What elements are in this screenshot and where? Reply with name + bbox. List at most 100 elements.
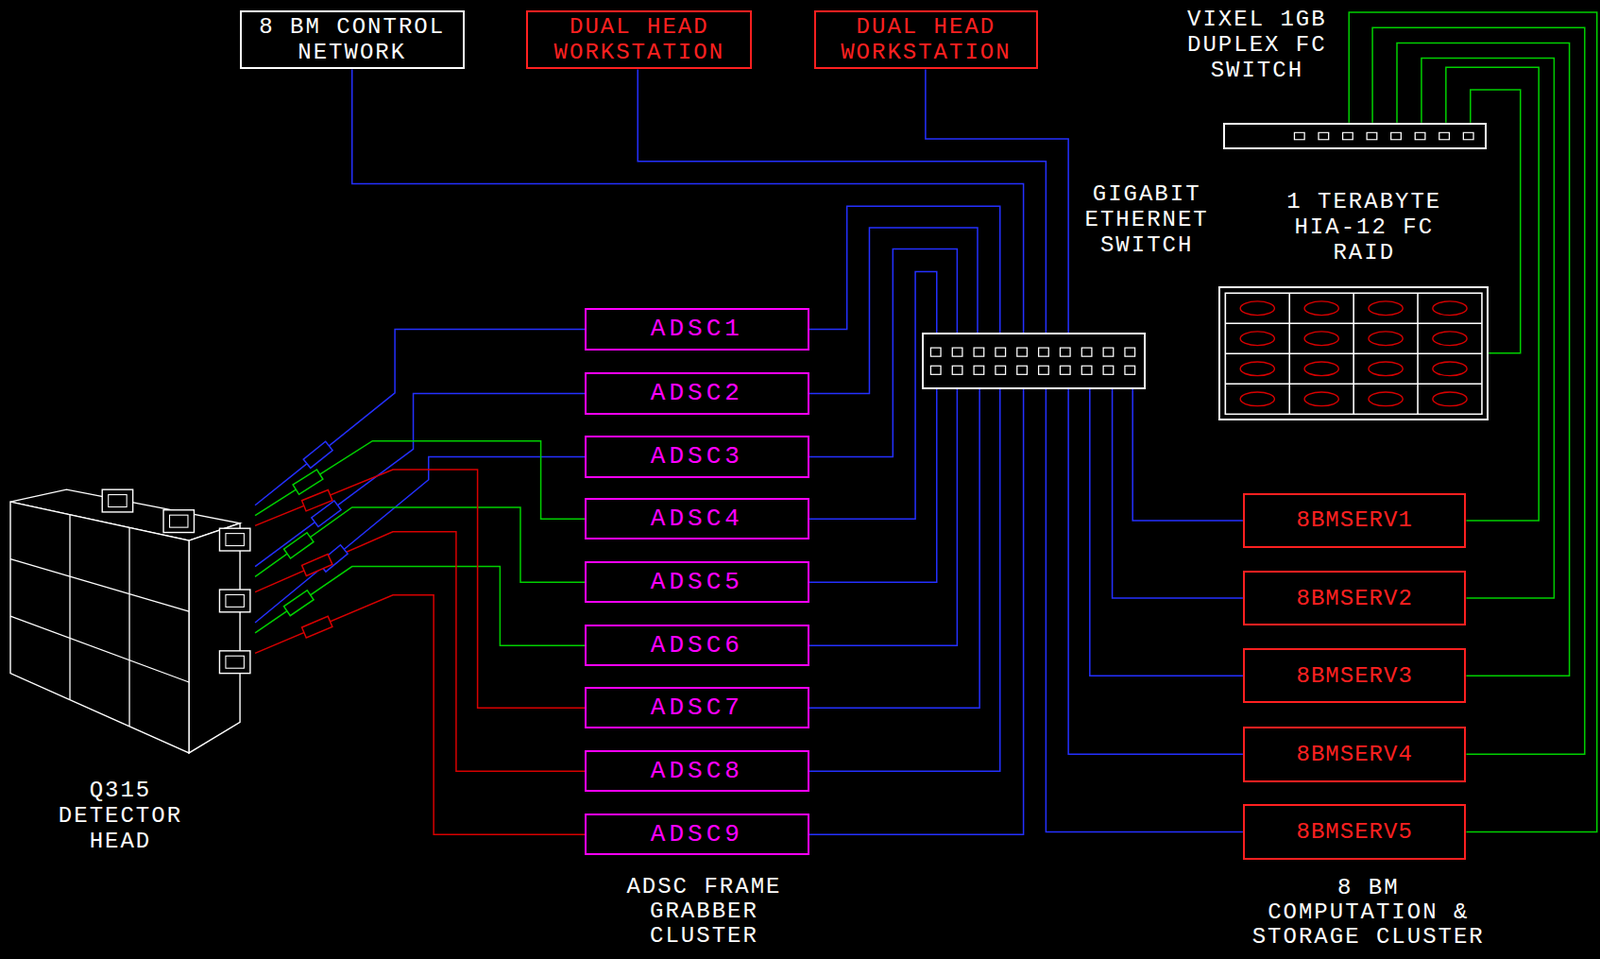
cable — [1045, 389, 1243, 833]
frame-grabber-box: ADSC8 — [584, 749, 810, 792]
raid-array: 1 TERABYTE HIA-12 FC RAID — [1218, 286, 1489, 422]
cable — [1068, 389, 1243, 755]
frame-grabber-box: ADSC2 — [584, 372, 810, 414]
component-heading: Q315 DETECTOR HEAD — [53, 777, 187, 854]
module-connector — [163, 510, 194, 533]
disk-drive — [1432, 360, 1467, 375]
module-line — [10, 559, 189, 612]
cable — [255, 595, 585, 835]
cluster-label: ADSC FRAME GRABBER CLUSTER — [612, 874, 796, 949]
cable — [809, 249, 958, 458]
disk-drive — [1304, 300, 1339, 315]
cable — [809, 389, 937, 583]
node-label: 8BMSERV2 — [1296, 585, 1413, 612]
port — [1124, 347, 1136, 357]
inline-block — [284, 590, 315, 616]
switch-ports — [1225, 124, 1485, 148]
cable — [255, 531, 585, 771]
detector-head: Q315 DETECTOR HEAD — [10, 487, 256, 755]
module-line — [10, 616, 189, 683]
module-connector — [219, 650, 250, 674]
disk-drive — [1240, 391, 1275, 406]
inline-block — [292, 469, 324, 494]
port — [1059, 347, 1071, 357]
component-heading: 1 TERABYTE HIA-12 FC RAID — [1283, 188, 1445, 266]
port — [1103, 365, 1114, 375]
component-heading: VIXEL 1GB DUPLEX FC SWITCH — [1176, 6, 1338, 84]
inline-block — [302, 489, 333, 511]
cable — [1348, 12, 1598, 833]
port — [1366, 132, 1378, 139]
node-label: ADSC2 — [650, 379, 744, 408]
port — [1415, 132, 1427, 139]
cable — [1470, 89, 1521, 354]
port — [1038, 347, 1049, 357]
frame-grabber-box: ADSC5 — [584, 561, 810, 603]
inline-block — [284, 532, 314, 559]
disk-drive — [1432, 330, 1467, 345]
node-label: ADSC9 — [650, 820, 744, 849]
server-box: 8BMSERV3 — [1242, 647, 1467, 703]
inline-block — [303, 441, 333, 468]
detector-face — [10, 502, 189, 754]
cable — [255, 328, 585, 505]
detector-side — [188, 523, 240, 753]
cable — [255, 392, 585, 566]
frame-grabber-box: ADSC1 — [584, 307, 810, 350]
cable — [809, 389, 958, 647]
inline-block — [302, 615, 333, 638]
module-connector — [219, 589, 250, 613]
cable — [255, 507, 585, 582]
server-box: 8BMSERV1 — [1242, 493, 1467, 548]
disk-drive — [1304, 330, 1339, 345]
module-connector — [102, 490, 133, 513]
disk-drive — [1368, 300, 1403, 315]
port — [973, 365, 985, 375]
node-label: ADSC8 — [650, 757, 744, 785]
cable — [809, 205, 1001, 333]
node-label: DUAL HEAD WORKSTATION — [535, 14, 743, 66]
disk-grid — [1220, 288, 1487, 420]
server-box: 8BMSERV2 — [1242, 570, 1467, 626]
cable — [1089, 389, 1243, 677]
node-label: ADSC5 — [650, 568, 744, 596]
port — [1463, 132, 1475, 139]
node-label: ADSC6 — [650, 631, 744, 660]
server-box: 8BMSERV4 — [1242, 726, 1467, 782]
server-box: 8BMSERV5 — [1242, 803, 1467, 859]
cable — [255, 469, 585, 708]
port — [952, 347, 963, 357]
disk-drive — [1368, 391, 1403, 406]
detector-illustration — [10, 487, 256, 755]
node-label: ADSC7 — [650, 694, 744, 722]
port — [930, 365, 941, 375]
node-label: ADSC1 — [650, 315, 744, 343]
port — [1081, 365, 1092, 375]
disk-drive — [1240, 330, 1275, 345]
disk-drive — [1240, 360, 1275, 375]
disk-drive — [1432, 391, 1467, 406]
cable — [352, 68, 1024, 333]
frame-grabber-box: ADSC6 — [584, 624, 810, 666]
node-label: ADSC4 — [650, 505, 744, 533]
ethernet-switch: GIGABIT ETHERNET SWITCH — [921, 332, 1147, 389]
cable — [1372, 27, 1585, 754]
port — [1016, 347, 1027, 357]
port — [1318, 132, 1329, 139]
port — [1391, 132, 1402, 139]
frame-grabber-box: ADSC3 — [584, 435, 810, 477]
frame-grabber-box: ADSC4 — [584, 497, 810, 540]
module-connector — [108, 494, 127, 508]
node-label: 8BMSERV3 — [1296, 663, 1413, 689]
node-label: 8 BM CONTROL NETWORK — [249, 14, 456, 66]
module-connector — [225, 656, 244, 669]
cable — [809, 389, 1001, 772]
component-heading: GIGABIT ETHERNET SWITCH — [1080, 181, 1213, 258]
port — [973, 347, 985, 357]
frame-grabber-box: ADSC9 — [584, 813, 810, 855]
disk-drive — [1368, 360, 1403, 375]
switch-ports — [923, 334, 1145, 387]
port — [952, 365, 963, 375]
cable — [809, 389, 1024, 835]
